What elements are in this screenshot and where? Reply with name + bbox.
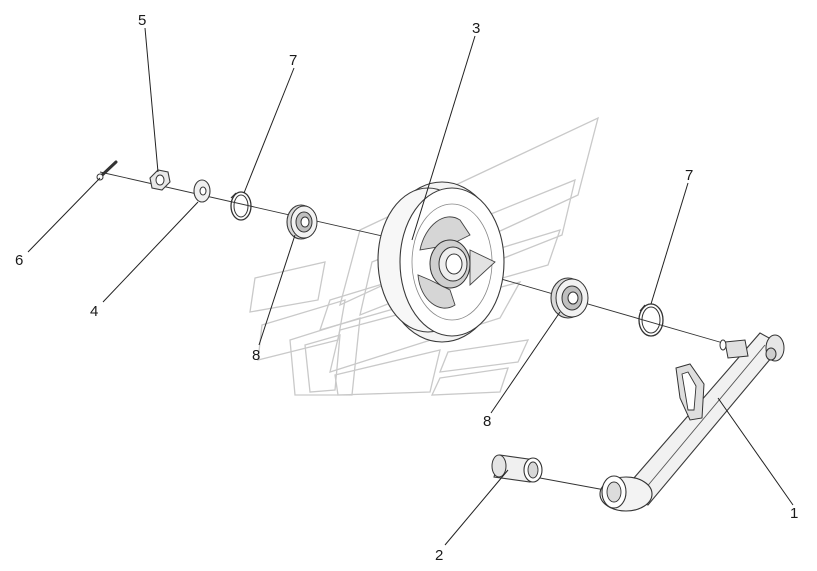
callout-7-left: 7 (289, 52, 297, 69)
callout-labels: 1 2 3 4 5 6 7 7 8 8 (15, 12, 798, 564)
callout-2: 2 (435, 547, 443, 564)
callout-1: 1 (790, 505, 798, 522)
callout-4: 4 (90, 303, 98, 320)
callout-3: 3 (472, 20, 480, 37)
callout-7-right: 7 (685, 167, 693, 184)
washer (193, 179, 211, 203)
callout-6: 6 (15, 252, 23, 269)
bearing-left (286, 204, 318, 240)
callout-8-left: 8 (252, 347, 260, 364)
tensioner-arm (599, 332, 785, 512)
circlip-left (230, 191, 252, 221)
callout-8-right: 8 (483, 413, 491, 430)
bushing-sleeve (491, 454, 543, 483)
assembly-axis (99, 171, 731, 491)
split-pin (96, 160, 118, 181)
pulley-wheel (377, 181, 505, 343)
bearing-right (550, 277, 589, 319)
hex-nut (149, 169, 171, 191)
callout-5: 5 (138, 12, 146, 29)
leader-lines (27, 27, 794, 546)
